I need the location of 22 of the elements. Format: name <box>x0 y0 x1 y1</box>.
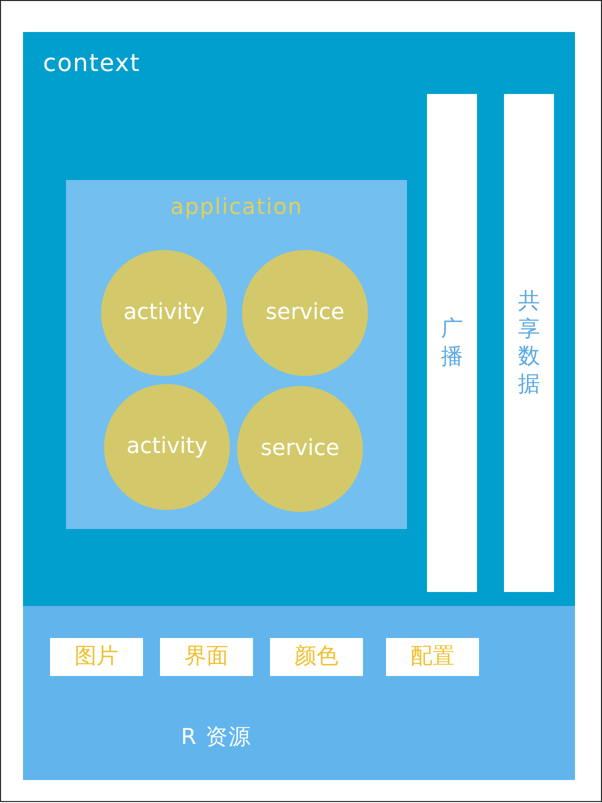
node-label: activity <box>126 434 208 460</box>
vertical-bar <box>504 94 554 592</box>
label-box <box>270 638 363 676</box>
label-box <box>50 638 143 676</box>
vertical-label: 共享数据 <box>518 288 540 398</box>
node-label: 配置 <box>410 644 454 670</box>
node-label: 颜色 <box>294 644 338 670</box>
context-panel <box>23 32 575 606</box>
vertical-label: 广播 <box>441 316 463 370</box>
label-box <box>386 638 479 676</box>
application-panel <box>66 180 407 529</box>
panel-title: R 资源 <box>181 726 252 750</box>
panel-title: context <box>43 50 140 76</box>
node-label: 图片 <box>74 644 118 670</box>
panel-title: application <box>170 196 303 220</box>
node-label: activity <box>123 300 205 326</box>
node-label: service <box>260 436 340 462</box>
vertical-bar <box>427 94 477 592</box>
label-box <box>160 638 253 676</box>
node-label: service <box>266 300 344 326</box>
node-label: 界面 <box>184 644 228 670</box>
resources-panel <box>23 606 575 780</box>
